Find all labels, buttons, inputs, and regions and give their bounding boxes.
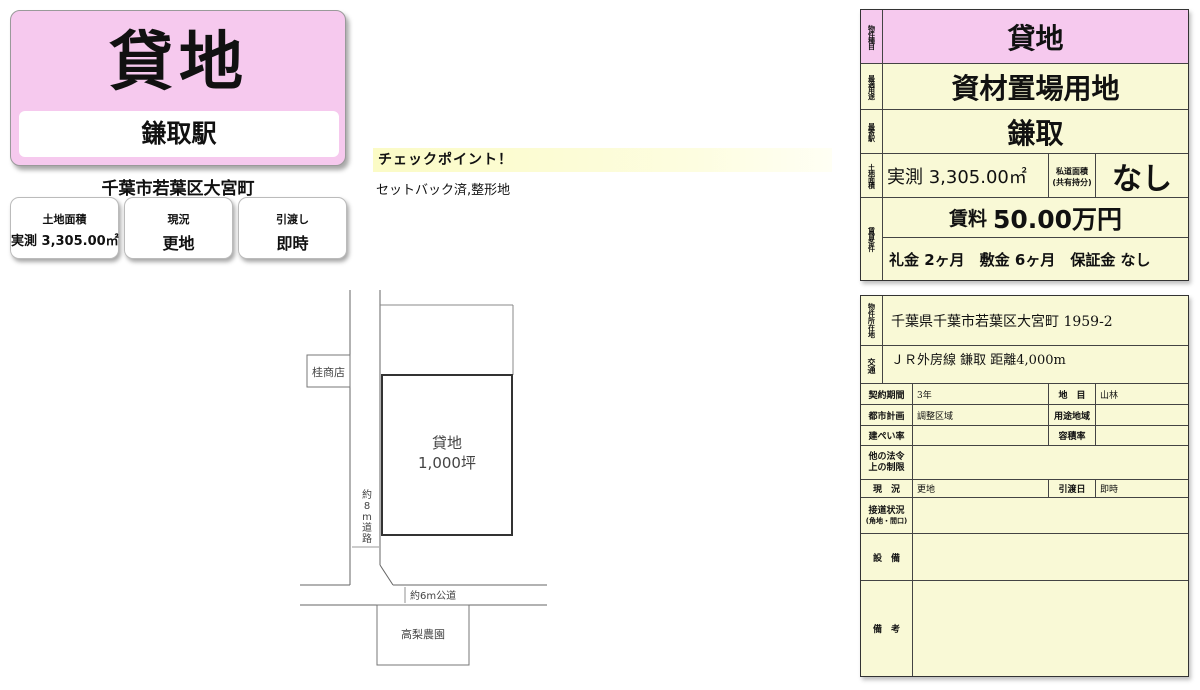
chip-value: 更地 (162, 234, 195, 253)
chip-value: 実測 3,305.00㎡ (11, 234, 119, 249)
status-row: 現 況 更地 引渡日 即時 (861, 480, 1188, 498)
checkpoint-text: セットバック済,整形地 (376, 183, 511, 198)
station-row: 最寄駅 鎌取 (861, 110, 1188, 154)
handover-value: 即時 (1100, 485, 1119, 495)
road-label-char: 道 (362, 521, 372, 534)
lot-area: 1,000坪 (418, 454, 476, 472)
row-header: 物件種目 (861, 10, 883, 63)
area-row: 土地面積 実測 3,305.00㎡ 私道面積 (共有持分) なし (861, 154, 1188, 198)
access-label: 接道状況 (868, 505, 905, 516)
cell-value: 調整区域 (913, 405, 1049, 425)
location-value: 千葉県千葉市若葉区大宮町 1959-2 (891, 313, 1113, 330)
land-area-chip: 土地面積 実測 3,305.00㎡ (10, 197, 119, 259)
site-map: 桂商店 貸地 1,000坪 約 8 m 道 路 約6m公道 高梨農園 (300, 290, 547, 666)
private-road-value: なし (1112, 161, 1172, 197)
chip-label: 現況 (167, 213, 190, 226)
rent-amount: 50.00万円 (992, 204, 1123, 234)
location-row: 物件所在地 千葉県千葉市若葉区大宮町 1959-2 (861, 296, 1188, 346)
city-plan-row: 都市計画 調整区域 用途地域 (861, 405, 1188, 426)
checkpoint-heading: チェックポイント！ (373, 148, 832, 172)
other-laws-label: 上の制限 (868, 462, 905, 473)
handover-label: 引渡日 (1049, 480, 1096, 497)
chip-label: 引渡し (276, 213, 309, 226)
rent-label: 賃料 (948, 208, 987, 230)
traffic-row: 交通 ＪＲ外房線 鎌取 距離4,000m (861, 346, 1188, 384)
cell-label: 契約期間 (861, 384, 913, 404)
row-header: 最適用途 (861, 64, 883, 109)
other-laws-label: 他の法令 (868, 451, 905, 462)
cell-value (1096, 405, 1188, 425)
cell-label: 容積率 (1049, 426, 1096, 445)
road-label-char: m (362, 512, 372, 523)
rent-terms: 礼金 2ヶ月 敷金 6ヶ月 保証金 なし (889, 250, 1151, 269)
row-header: 物件所在地 (861, 296, 883, 345)
private-road-sub: (共有持分) (1052, 178, 1092, 187)
title-card: 貸地 鎌取駅 (10, 10, 346, 166)
equipment-row: 設 備 (861, 534, 1188, 581)
station-name: 鎌取駅 (19, 111, 339, 157)
rent-amount-line: 賃料 50.00万円 (883, 198, 1188, 238)
row-header: 交通 (861, 346, 883, 383)
private-road-head: 私道面積 (1056, 167, 1088, 176)
cell-value: 山林 (1100, 390, 1119, 401)
summary-panel: 物件種目 貸地 最適用途 資材置場用地 最寄駅 鎌取 土地面積 実測 3,305… (860, 9, 1189, 281)
road-label-char: 8 (364, 501, 370, 512)
cell-label: 用途地域 (1049, 405, 1096, 425)
cell-value (1096, 426, 1188, 445)
rent-row: 賃貸条件 賃料 50.00万円 礼金 2ヶ月 敷金 6ヶ月 保証金 なし (861, 198, 1188, 280)
shop-box (306, 354, 351, 388)
station-value: 鎌取 (1007, 116, 1064, 150)
private-road-header: 私道面積 (共有持分) (1048, 154, 1096, 197)
access-row: 接道状況 (角地・間口) (861, 498, 1188, 534)
access-header: 接道状況 (角地・間口) (861, 498, 913, 533)
row-header: 賃貸条件 (861, 198, 883, 280)
cell-label: 都市計画 (861, 405, 913, 425)
remarks-label: 備 考 (861, 581, 913, 676)
traffic-value: ＪＲ外房線 鎌取 距離4,000m (891, 353, 1066, 368)
row-header: 土地面積 (861, 154, 883, 197)
other-laws-header: 他の法令 上の制限 (861, 446, 913, 479)
farm-label: 高梨農園 (401, 627, 445, 641)
cell-value: 3年 (913, 384, 1049, 404)
coverage-row: 建ぺい率 容積率 (861, 426, 1188, 446)
current-status-chip: 現況 更地 (124, 197, 233, 259)
property-category-title: 貸地 (109, 26, 249, 100)
contract-row: 契約期間 3年 地 目 山林 (861, 384, 1188, 405)
area-value: 実測 3,305.00㎡ (887, 166, 1027, 188)
public-road-label: 約6m公道 (410, 589, 456, 602)
chip-value: 即時 (276, 234, 309, 253)
type-value: 貸地 (1007, 21, 1064, 55)
address-line: 千葉市若葉区大宮町 (101, 179, 255, 199)
use-value: 資材置場用地 (951, 71, 1120, 105)
shop-label: 桂商店 (312, 365, 345, 379)
type-row: 物件種目 貸地 (861, 10, 1188, 64)
lot-label: 貸地 (432, 434, 462, 452)
status-value: 更地 (913, 480, 1049, 497)
road-label-char: 路 (362, 532, 372, 545)
details-panel: 物件所在地 千葉県千葉市若葉区大宮町 1959-2 交通 ＪＲ外房線 鎌取 距離… (860, 295, 1189, 677)
status-label: 現 況 (861, 480, 913, 497)
chip-label: 土地面積 (42, 213, 87, 226)
cell-label: 地 目 (1049, 384, 1096, 404)
access-sub: (角地・間口) (865, 516, 908, 525)
remarks-row: 備 考 (861, 581, 1188, 676)
other-laws-row: 他の法令 上の制限 (861, 446, 1188, 480)
cell-label: 建ぺい率 (861, 426, 913, 445)
row-header: 最寄駅 (861, 110, 883, 153)
road-label-char: 約 (362, 488, 372, 501)
equipment-label: 設 備 (861, 534, 913, 580)
use-row: 最適用途 資材置場用地 (861, 64, 1188, 110)
cell-value (913, 426, 1049, 445)
farm-box (376, 604, 470, 666)
road-edge-line (379, 564, 394, 586)
lot-outline (381, 374, 513, 536)
handover-chip: 引渡し 即時 (238, 197, 347, 259)
